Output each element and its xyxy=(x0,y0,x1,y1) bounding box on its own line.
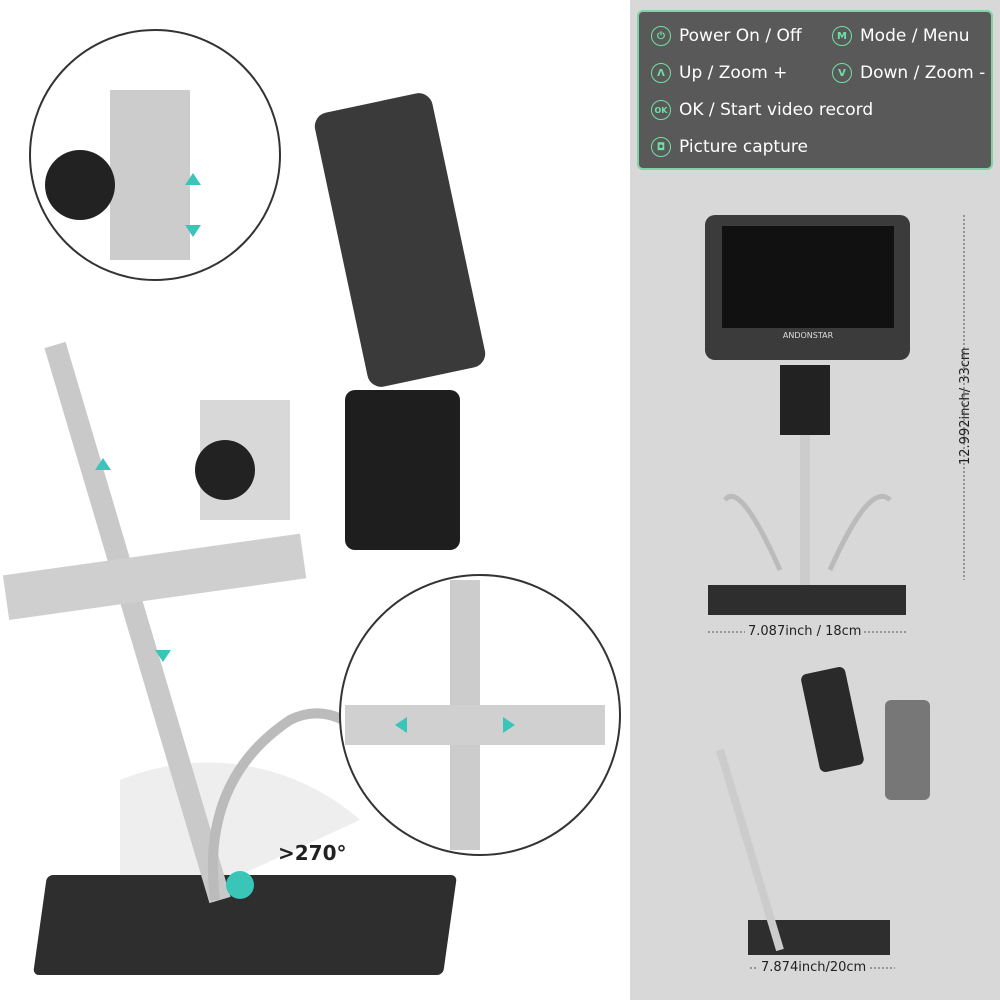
side-width-dimension: 7.874inch/20cm xyxy=(758,960,870,975)
spec-panel: ⏻ Power On / Off M Mode / Menu Λ Up / Zoom … xyxy=(630,0,1000,1000)
dimension-drawings: ANDONSTAR xyxy=(705,215,965,969)
up-icon: Λ xyxy=(651,63,671,83)
mode-icon: M xyxy=(832,26,852,46)
legend-down: V Down / Zoom - xyxy=(832,63,985,83)
ok-icon: OK xyxy=(651,100,671,120)
legend-ok: OK OK / Start video record xyxy=(651,100,873,120)
legend-up: Λ Up / Zoom + xyxy=(651,63,787,83)
down-icon: V xyxy=(832,63,852,83)
width-dimension: 7.087inch / 18cm xyxy=(745,624,865,639)
legend-label: Mode / Menu xyxy=(860,26,970,46)
legend-mode: M Mode / Menu xyxy=(832,26,970,46)
rotation-label: >270° xyxy=(278,841,347,865)
legend-label: Down / Zoom - xyxy=(860,63,986,83)
legend-label: Up / Zoom + xyxy=(679,63,788,83)
pillar xyxy=(44,341,231,904)
focus-knob xyxy=(195,440,255,500)
crossbar xyxy=(2,533,307,620)
legend-capture: ◘ Picture capture xyxy=(651,137,808,157)
legend-power: ⏻ Power On / Off xyxy=(651,26,802,46)
height-dimension: 12.992inch/ 33cm xyxy=(958,347,973,465)
rotate-icon xyxy=(226,871,254,899)
legend-label: Power On / Off xyxy=(679,26,802,46)
microscope-illustration: >270° xyxy=(2,29,621,975)
button-legend: ⏻ Power On / Off M Mode / Menu Λ Up / Zoom … xyxy=(637,10,993,170)
power-icon: ⏻ xyxy=(651,26,671,46)
legend-label: Picture capture xyxy=(679,137,808,157)
camera-icon: ◘ xyxy=(651,137,671,157)
base-plate xyxy=(33,875,457,975)
legend-label: OK / Start video record xyxy=(679,100,874,120)
main-product-view: >270° xyxy=(2,29,621,975)
monitor xyxy=(314,93,486,387)
brand-label: ANDONSTAR xyxy=(783,331,834,340)
camera-body xyxy=(345,390,460,550)
